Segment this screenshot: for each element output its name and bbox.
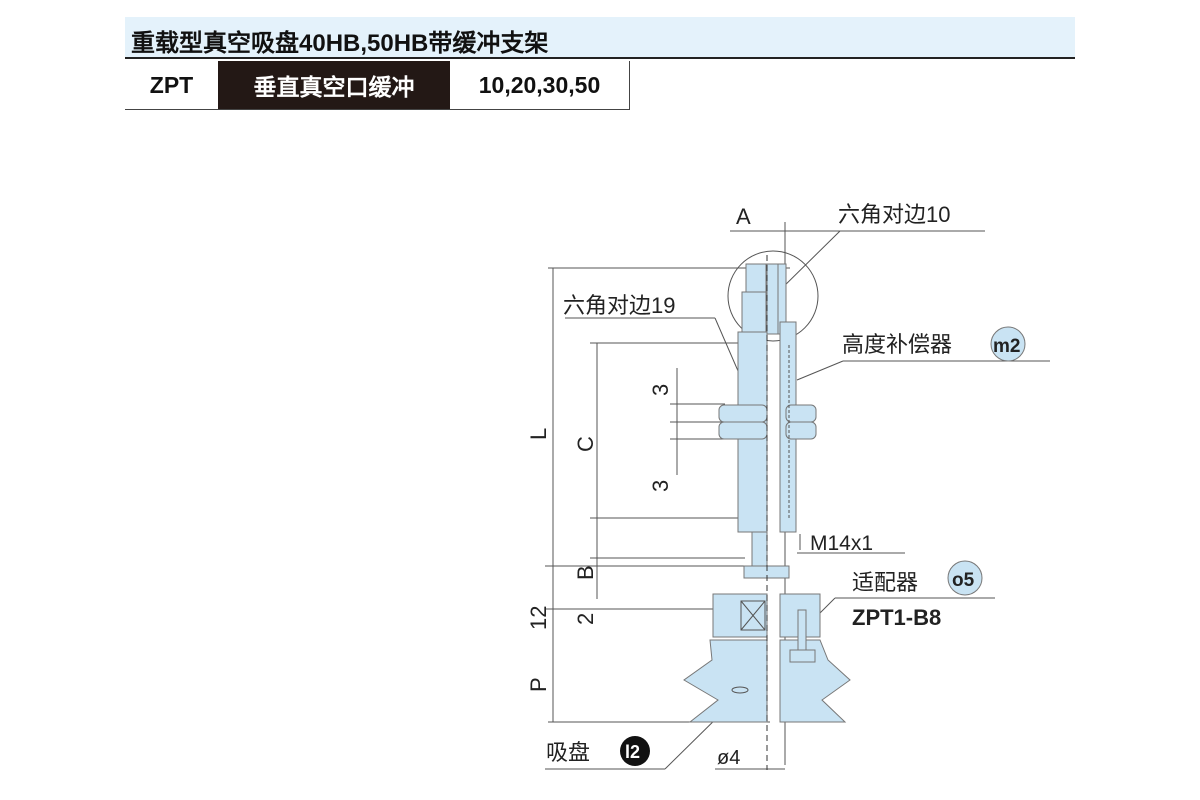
dim-b: B: [573, 565, 598, 580]
adapter-badge: o5: [952, 570, 975, 591]
adapter-label: 适配器: [852, 570, 918, 595]
type-cell: 垂直真空口缓冲: [218, 61, 450, 109]
dim-12: 12: [526, 606, 551, 630]
spec-row: ZPT 垂直真空口缓冲 10,20,30,50: [125, 61, 630, 110]
page-title: 重载型真空吸盘40HB,50HB带缓冲支架: [131, 30, 549, 57]
dim-3-bottom: 3: [648, 480, 673, 492]
hex19-label: 六角对边19: [563, 293, 675, 318]
series-cell: ZPT: [149, 71, 194, 98]
part-body: [683, 263, 851, 723]
compensator-label: 高度补偿器: [842, 332, 952, 357]
cup-badge-circle: [620, 736, 650, 766]
cup-badge: l2: [625, 742, 640, 762]
title-bar: 重载型真空吸盘40HB,50HB带缓冲支架: [125, 17, 1075, 59]
compensator-badge-circle: [990, 326, 1026, 362]
rotated-dimensions: L C B 12 2 P 3 3: [526, 384, 673, 692]
adapter-model: ZPT1-B8: [852, 605, 941, 630]
dim-2: 2: [573, 613, 598, 625]
adapter-badge-circle: [947, 560, 983, 596]
cup-label: 吸盘: [546, 740, 590, 765]
dim-phi4: ø4: [717, 747, 740, 769]
thread-label: M14x1: [810, 532, 873, 555]
hex10-label: 六角对边10: [838, 202, 950, 227]
dim-p: P: [526, 677, 551, 692]
dim-l: L: [526, 428, 551, 440]
dim-3-top: 3: [648, 384, 673, 396]
part-details: [731, 345, 790, 694]
compensator-badge: m2: [993, 336, 1020, 357]
dim-a-label: A: [736, 204, 751, 229]
dim-c: C: [573, 436, 598, 452]
sizes-cell: 10,20,30,50: [450, 61, 630, 109]
